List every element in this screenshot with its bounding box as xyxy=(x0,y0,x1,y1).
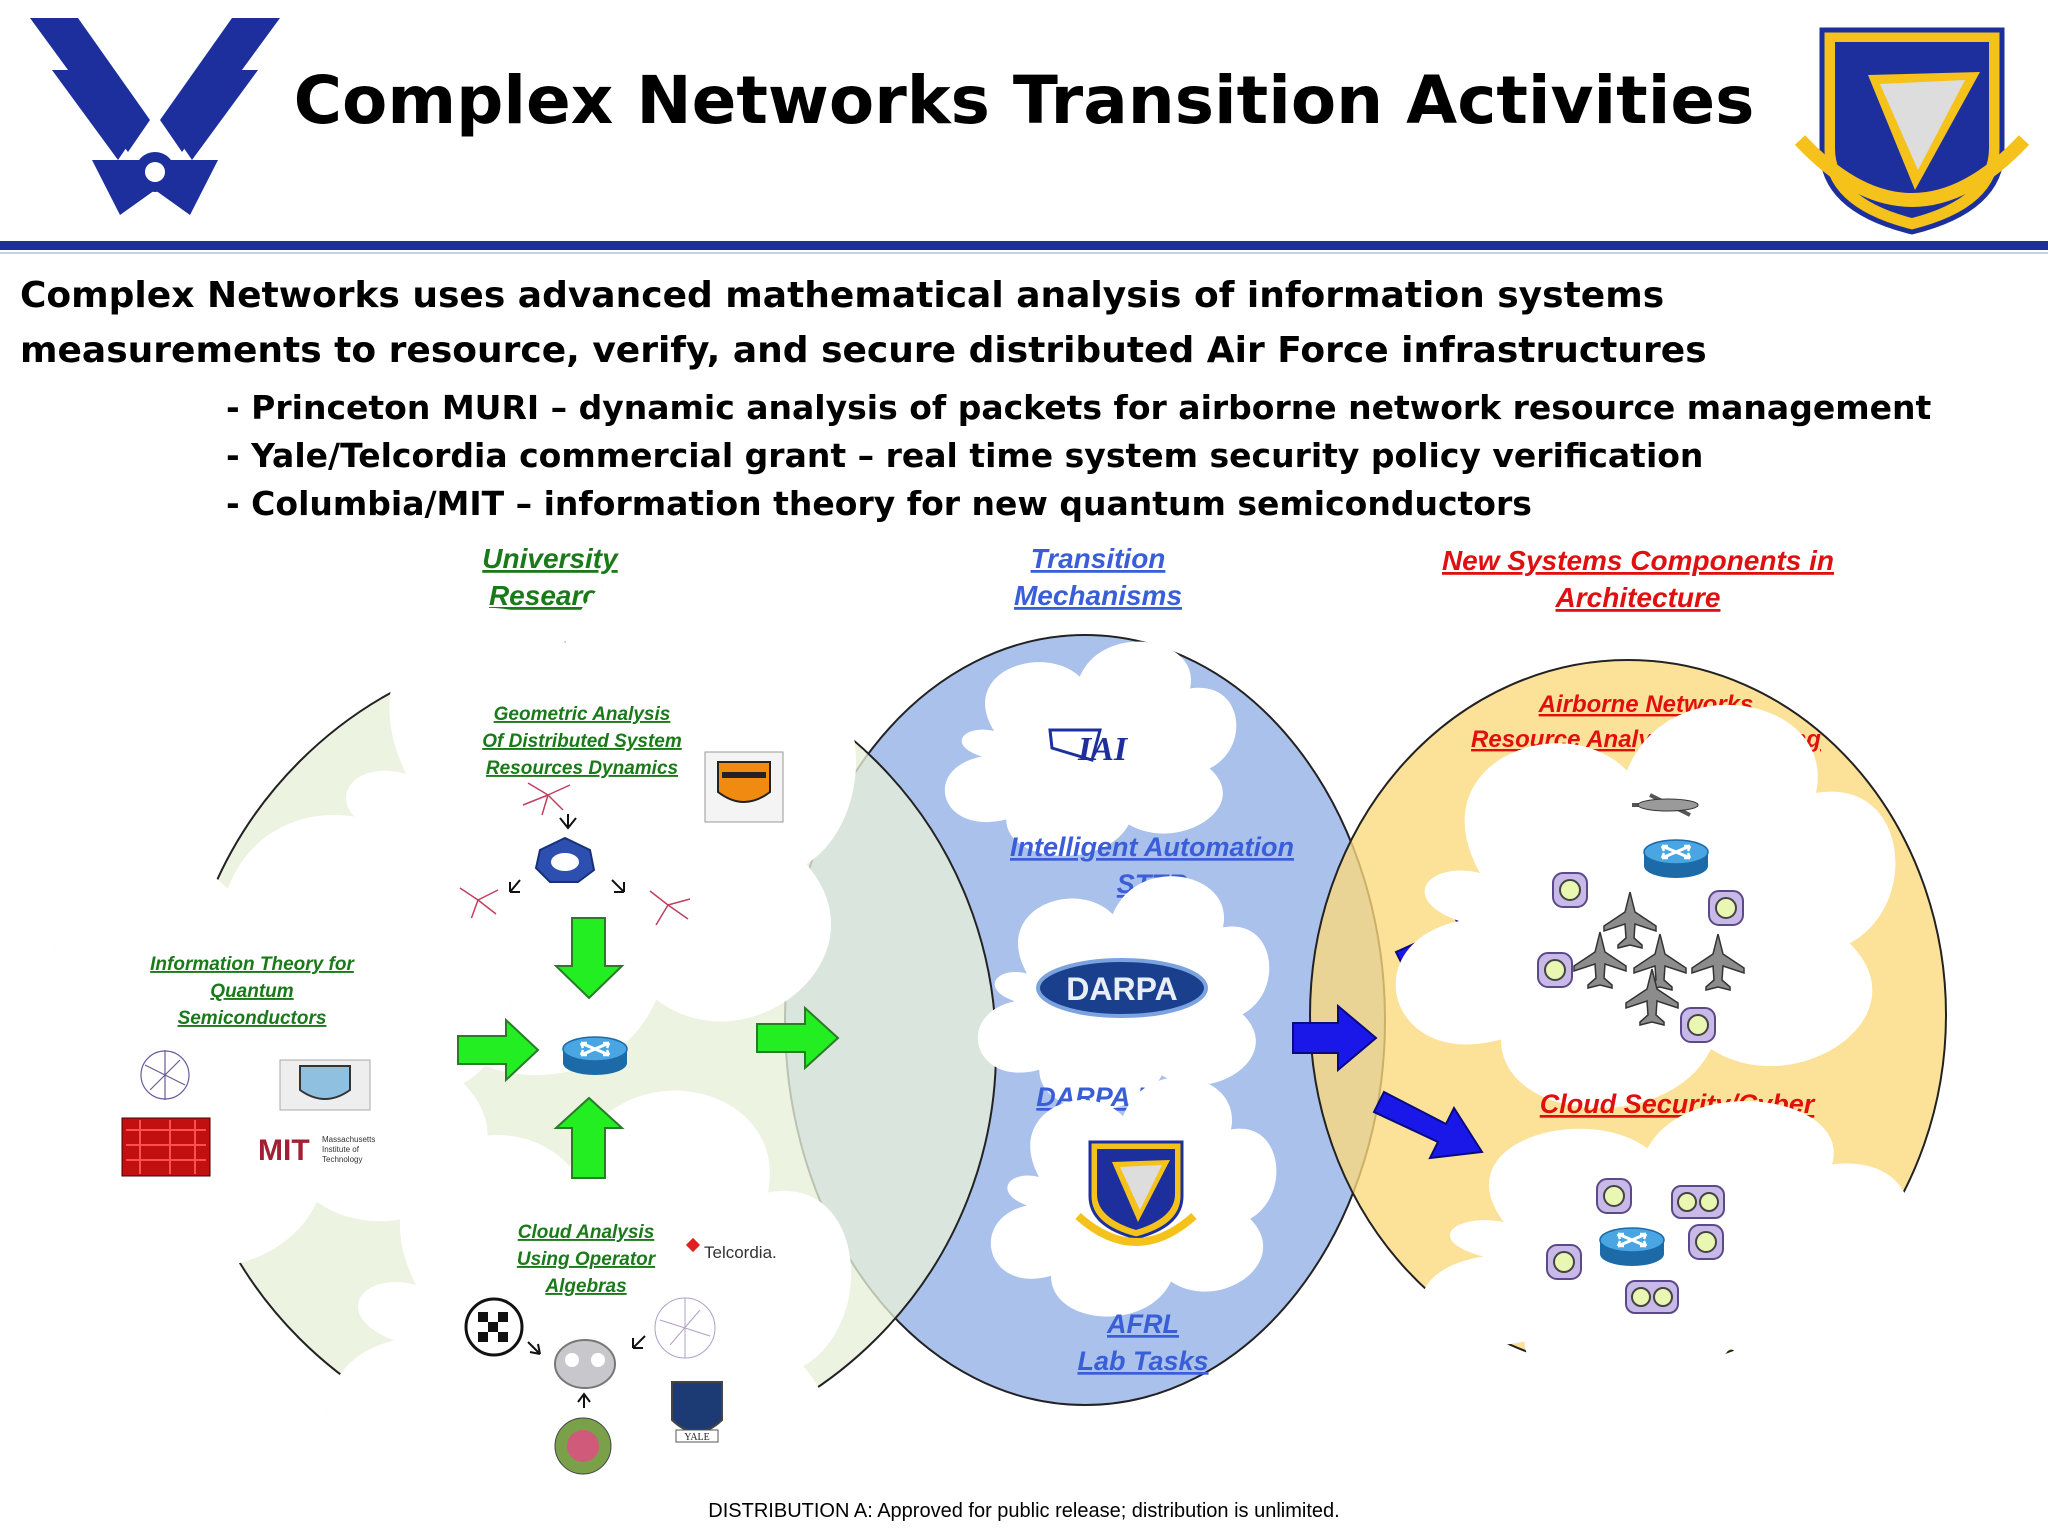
svg-text:IAI: IAI xyxy=(1077,731,1129,768)
svg-text:Cloud Analysis: Cloud Analysis xyxy=(518,1222,655,1243)
header-divider-shadow xyxy=(0,252,2048,254)
darpa-cloud: DARPA xyxy=(977,875,1271,1111)
columbia-shield-icon xyxy=(279,1059,371,1111)
network-graph-icon xyxy=(459,782,691,926)
arrow-icon xyxy=(577,1392,591,1408)
afrl-shield-logo xyxy=(1794,27,2030,235)
network-node-icon xyxy=(1596,1178,1632,1214)
afrl-tasks-cloud xyxy=(990,1076,1278,1318)
torus-icon xyxy=(534,836,596,883)
air-force-symbol-icon xyxy=(30,18,280,215)
sphere-icon xyxy=(554,1339,616,1389)
svg-text:Algebras: Algebras xyxy=(544,1276,626,1297)
blue-arrow-right xyxy=(1292,1003,1378,1073)
svg-text:Using Operator: Using Operator xyxy=(517,1249,657,1270)
blue-arrow-down-right xyxy=(1372,1090,1484,1160)
airborne-networks-cloud xyxy=(1394,703,1897,1110)
transition-header: Transition xyxy=(1031,543,1166,574)
summary-line: Complex Networks uses advanced mathemati… xyxy=(20,275,1665,316)
svg-text:Resources Dynamics: Resources Dynamics xyxy=(486,758,678,779)
arrow-icon xyxy=(632,1335,646,1349)
operator-algebras-cloud: Cloud Analysis Using Operator Algebras T… xyxy=(326,1089,853,1536)
arrow-icon xyxy=(509,879,521,893)
intelligent-automation-label: Intelligent Automation xyxy=(1010,832,1294,862)
network-node-pair-icon xyxy=(1625,1280,1679,1314)
bullet-item: - Princeton MURI – dynamic analysis of p… xyxy=(226,388,1932,427)
green-arrow-right xyxy=(457,1017,540,1083)
afrl-label: AFRL xyxy=(1106,1309,1179,1339)
university-header: University xyxy=(482,543,619,574)
polytope-icon xyxy=(654,1297,716,1359)
yale-shield-icon: YALE xyxy=(671,1381,723,1443)
transition-header: Mechanisms xyxy=(1014,580,1182,611)
router-icon xyxy=(561,1035,629,1077)
afrl-shield-icon xyxy=(1075,1140,1197,1246)
svg-text:Quantum: Quantum xyxy=(210,981,293,1002)
summary-text: Complex Networks uses advanced mathemati… xyxy=(20,268,2020,378)
network-node-icon xyxy=(1537,952,1573,988)
svg-text:Telcordia.: Telcordia. xyxy=(704,1243,777,1262)
svg-text:DARPA: DARPA xyxy=(1066,971,1177,1007)
mit-logo: MIT Massachusetts Institute of Technolog… xyxy=(258,1134,375,1167)
svg-text:Information Theory for: Information Theory for xyxy=(150,954,355,975)
systems-header: Architecture xyxy=(1555,582,1721,613)
network-node-icon xyxy=(1552,872,1588,908)
network-node-pair-icon xyxy=(1671,1185,1725,1219)
svg-text:YALE: YALE xyxy=(684,1432,710,1443)
network-node-icon xyxy=(1680,1007,1716,1043)
intelligent-automation-cloud: IAI xyxy=(944,640,1238,857)
arrow-icon xyxy=(527,1341,541,1355)
svg-text:Institute of: Institute of xyxy=(322,1145,360,1154)
heatmap-image xyxy=(121,1117,211,1177)
header-divider xyxy=(0,241,2048,250)
summary-line: measurements to resource, verify, and se… xyxy=(20,330,1707,371)
bullet-list: - Princeton MURI – dynamic analysis of p… xyxy=(226,384,2026,528)
svg-text:Geometric Analysis: Geometric Analysis xyxy=(494,704,671,725)
bullet-item: - Columbia/MIT – information theory for … xyxy=(226,484,1532,523)
header-graphics xyxy=(30,18,2030,235)
telcordia-logo: Telcordia. xyxy=(685,1237,777,1262)
darpa-logo: DARPA xyxy=(1036,958,1208,1018)
arrow-icon xyxy=(559,814,577,830)
quantum-semiconductors-cloud: Information Theory for Quantum Semicondu… xyxy=(0,813,514,1270)
iai-logo: IAI xyxy=(1048,728,1129,768)
network-node-icon xyxy=(1688,1224,1724,1260)
drone-icon xyxy=(1632,793,1699,817)
princeton-shield-icon xyxy=(704,751,784,823)
network-node-icon xyxy=(1708,890,1744,926)
svg-text:MIT: MIT xyxy=(258,1134,310,1167)
router-icon xyxy=(1642,838,1710,880)
svg-text:Technology: Technology xyxy=(322,1155,362,1164)
arrow-icon xyxy=(611,879,625,893)
green-arrow-up xyxy=(553,1096,625,1179)
systems-header: New Systems Components in xyxy=(1442,545,1834,576)
green-arrow-down xyxy=(553,917,625,1000)
bullet-item: - Yale/Telcordia commercial grant – real… xyxy=(226,436,1704,475)
network-node-icon xyxy=(1546,1244,1582,1280)
lab-tasks-label: Lab Tasks xyxy=(1077,1346,1208,1376)
router-icon xyxy=(1598,1226,1666,1268)
svg-text:Semiconductors: Semiconductors xyxy=(178,1008,327,1029)
svg-text:Of Distributed System: Of Distributed System xyxy=(482,731,682,752)
page-title: Complex Networks Transition Activities xyxy=(293,62,1755,139)
geometric-analysis-cloud: Geometric Analysis Of Distributed System… xyxy=(313,557,858,1077)
svg-text:Massachusetts: Massachusetts xyxy=(322,1135,375,1144)
crystal-structure-icon xyxy=(140,1050,190,1100)
green-arrow-to-transition xyxy=(756,1005,840,1071)
tiling-disk-icon xyxy=(464,1297,524,1357)
distribution-footer: DISTRIBUTION A: Approved for public rele… xyxy=(708,1500,1340,1522)
